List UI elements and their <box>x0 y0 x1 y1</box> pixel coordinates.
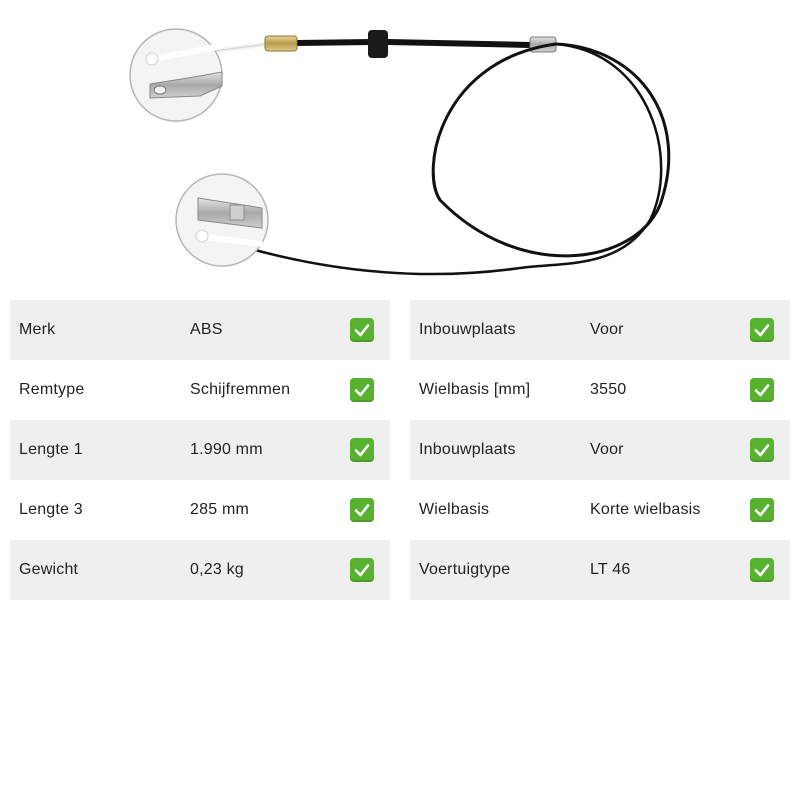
product-image-brake-cable <box>129 28 671 276</box>
spec-label: Inbouwplaats <box>419 441 516 458</box>
check-icon <box>350 498 374 522</box>
spec-value: Schijfremmen <box>190 381 291 398</box>
spec-row: Remtype Schijfremmen <box>10 360 390 420</box>
spec-row: Wielbasis Korte wielbasis <box>410 480 790 540</box>
spec-row: Inbouwplaats Voor <box>410 300 790 360</box>
spec-label: Merk <box>19 321 56 338</box>
spec-label: Inbouwplaats <box>419 321 516 338</box>
check-icon <box>350 558 374 582</box>
spec-label: Voertuigtype <box>419 561 511 578</box>
check-icon <box>350 438 374 462</box>
check-icon <box>750 438 774 462</box>
spec-label: Remtype <box>19 381 85 398</box>
spec-row: Lengte 3 285 mm <box>10 480 390 540</box>
spec-value: 1.990 mm <box>190 441 263 458</box>
check-icon <box>750 558 774 582</box>
spec-row: Voertuigtype LT 46 <box>410 540 790 600</box>
spec-value: 3550 <box>590 381 627 398</box>
spec-value: ABS <box>190 321 223 338</box>
spec-row: Wielbasis [mm] 3550 <box>410 360 790 420</box>
spec-row: Lengte 1 1.990 mm <box>10 420 390 480</box>
check-icon <box>750 498 774 522</box>
spec-label: Gewicht <box>19 561 79 578</box>
spec-value: Voor <box>590 441 624 458</box>
check-icon <box>350 378 374 402</box>
cable-end-clevis-detail <box>195 197 263 247</box>
spec-label: Lengte 1 <box>19 441 83 458</box>
spec-table-right: Inbouwplaats Voor Wielbasis [mm] 3550 In… <box>410 300 790 600</box>
spec-label: Wielbasis <box>419 501 490 518</box>
spec-value: LT 46 <box>590 561 631 578</box>
check-icon <box>750 318 774 342</box>
spec-row: Gewicht 0,23 kg <box>10 540 390 600</box>
spec-table-left: Merk ABS Remtype Schijfremmen Lengte 1 1… <box>10 300 390 600</box>
spec-value: 0,23 kg <box>190 561 244 578</box>
spec-label: Lengte 3 <box>19 501 83 518</box>
check-icon <box>750 378 774 402</box>
spec-value: Voor <box>590 321 624 338</box>
spec-label: Wielbasis [mm] <box>419 381 531 398</box>
spec-row: Inbouwplaats Voor <box>410 420 790 480</box>
spec-row: Merk ABS <box>10 300 390 360</box>
cable-end-eyelet-detail <box>145 43 223 99</box>
spec-value: Korte wielbasis <box>590 501 701 518</box>
spec-value: 285 mm <box>190 501 249 518</box>
check-icon <box>350 318 374 342</box>
